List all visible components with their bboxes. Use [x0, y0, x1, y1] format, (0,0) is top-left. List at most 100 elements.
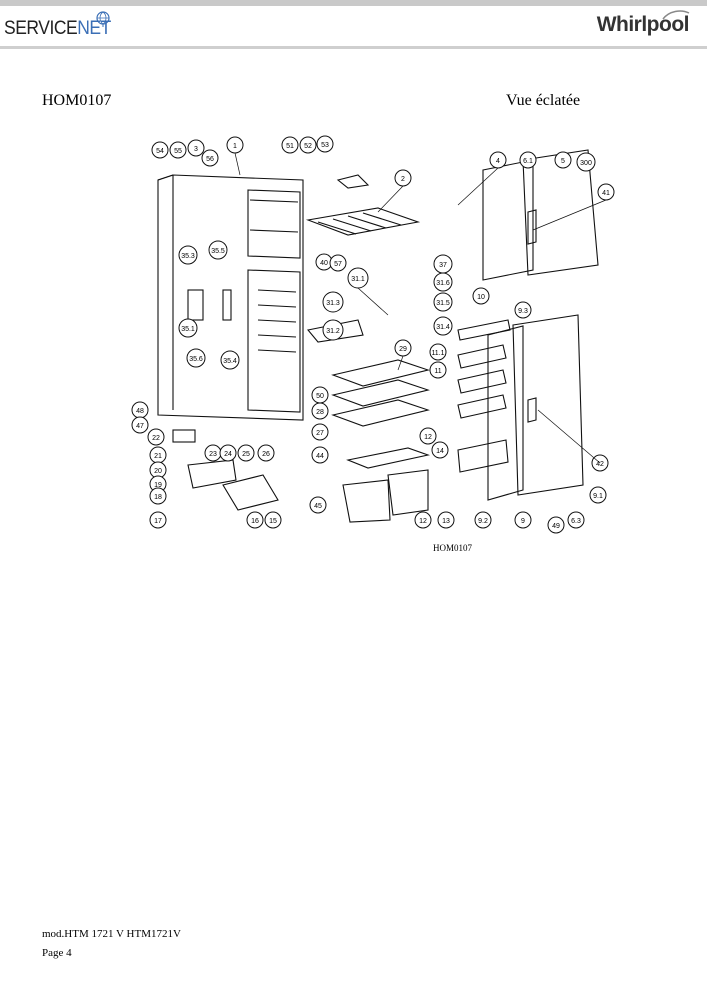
part-callout-bubble — [519, 151, 537, 169]
servicenet-logo-prefix: SERVICE — [4, 18, 78, 39]
part-callout-label: 19 — [154, 482, 162, 489]
part-callout-bubble — [322, 291, 344, 313]
part-callout-label: 56 — [206, 156, 214, 163]
part-callout-label: 4 — [496, 158, 500, 165]
part-callout-label: 57 — [334, 261, 342, 268]
top-gray-bar — [0, 0, 707, 6]
part-callout-bubble — [429, 361, 447, 379]
part-callout-label: 42 — [596, 461, 604, 468]
globe-gear-icon — [96, 11, 110, 27]
part-callout-label: 48 — [136, 408, 144, 415]
part-callout-bubble — [178, 245, 198, 265]
part-callout-label: 35.1 — [181, 326, 195, 333]
part-callout-label: 5 — [561, 158, 565, 165]
part-callout-label: 35.4 — [223, 358, 237, 365]
part-callout-label: 31.6 — [436, 280, 450, 287]
part-callout-bubble — [201, 149, 219, 167]
part-callout-bubble — [311, 402, 329, 420]
part-callout-bubble — [567, 511, 585, 529]
part-callout-bubble — [414, 511, 432, 529]
part-callout-bubble — [131, 416, 149, 434]
part-callout-label: 14 — [436, 448, 444, 455]
part-callout-bubble — [208, 240, 228, 260]
part-callout-bubble — [589, 486, 607, 504]
part-callout-bubble — [246, 511, 264, 529]
part-callout-label: 28 — [316, 409, 324, 416]
part-callout-label: 9 — [521, 518, 525, 525]
part-callout-label: 47 — [136, 423, 144, 430]
part-callout-label: 11.1 — [431, 350, 444, 357]
part-callout-label: 49 — [552, 523, 560, 530]
part-callout-label: 13 — [442, 518, 450, 525]
part-callout-label: 10 — [477, 294, 485, 301]
part-callout-bubble — [437, 511, 455, 529]
part-callout-label: 27 — [316, 430, 324, 437]
part-callout-label: 21 — [154, 453, 162, 460]
part-callout-label: 35.5 — [211, 248, 225, 255]
part-callout-label: 55 — [174, 148, 182, 155]
part-callout-bubble — [419, 427, 437, 445]
part-callout-bubble — [220, 350, 240, 370]
servicenet-logo-suffix: NET — [77, 18, 111, 39]
part-callout-label: 31.4 — [436, 324, 450, 331]
part-callout-bubble — [316, 135, 334, 153]
footer-model-reference: mod.HTM 1721 V HTM1721V — [42, 928, 181, 940]
part-callout-label: 53 — [321, 142, 329, 149]
part-callout-label: 17 — [154, 518, 162, 525]
part-callout-bubble — [429, 343, 447, 361]
part-callout-label: 29 — [399, 346, 407, 353]
part-callout-label: 26 — [262, 451, 270, 458]
part-callout-bubble — [576, 152, 596, 172]
part-callout-label: 24 — [224, 451, 232, 458]
part-callout-bubble — [149, 487, 167, 505]
part-callout-label: 35.3 — [181, 253, 195, 260]
part-callout-bubble — [431, 441, 449, 459]
part-callout-label: 20 — [154, 468, 162, 475]
part-callout-bubble — [186, 348, 206, 368]
part-callout-label: 45 — [314, 503, 322, 510]
part-callout-bubble — [311, 446, 329, 464]
part-callout-label: 9.1 — [593, 493, 603, 500]
page-header: SERVICENET Whirlpool — [0, 6, 707, 46]
part-callout-label: 2 — [401, 176, 405, 183]
part-callout-bubble — [309, 496, 327, 514]
part-callout-label: 300 — [580, 160, 592, 167]
part-callout-label: 31.3 — [326, 300, 340, 307]
view-title: Vue éclatée — [506, 92, 581, 109]
part-callout-label: 11 — [434, 368, 441, 375]
part-callout-label: 54 — [156, 148, 164, 155]
part-callout-bubble — [264, 511, 282, 529]
part-callout-label: 41 — [602, 190, 610, 197]
part-callout-bubble — [299, 136, 317, 154]
part-callout-bubble — [433, 292, 453, 312]
part-callout-bubble — [433, 316, 453, 336]
part-callout-label: 6.1 — [523, 158, 533, 165]
part-callout-label: 23 — [209, 451, 217, 458]
part-callout-label: 40 — [320, 260, 328, 267]
part-callout-bubble — [322, 319, 344, 341]
part-callout-label: 16 — [251, 518, 259, 525]
part-callout-bubble — [151, 141, 169, 159]
part-callout-bubble — [237, 444, 255, 462]
document-code: HOM0107 — [42, 92, 112, 109]
part-callout-label: 50 — [316, 393, 324, 400]
part-callout-label: 22 — [152, 435, 160, 442]
part-callout-label: 6.3 — [571, 518, 581, 525]
part-callout-bubble — [554, 151, 572, 169]
part-callout-label: 31.5 — [436, 300, 450, 307]
part-callout-label: 25 — [242, 451, 250, 458]
part-callout-label: 51 — [286, 143, 294, 150]
part-callout-bubble — [547, 516, 565, 534]
part-callout-label: 12 — [424, 434, 432, 441]
part-callout-label: 9.3 — [518, 308, 528, 315]
part-callout-label: 35.6 — [189, 356, 203, 363]
whirlpool-swoosh-icon — [662, 10, 690, 20]
part-callout-label: 31.1 — [351, 276, 365, 283]
part-callout-label: 31.2 — [326, 328, 340, 335]
part-callout-bubble — [311, 423, 329, 441]
part-callout-label: 44 — [316, 453, 324, 460]
part-callout-bubble — [514, 511, 532, 529]
part-callout-bubble — [169, 141, 187, 159]
whirlpool-logo: Whirlpool — [596, 13, 690, 36]
